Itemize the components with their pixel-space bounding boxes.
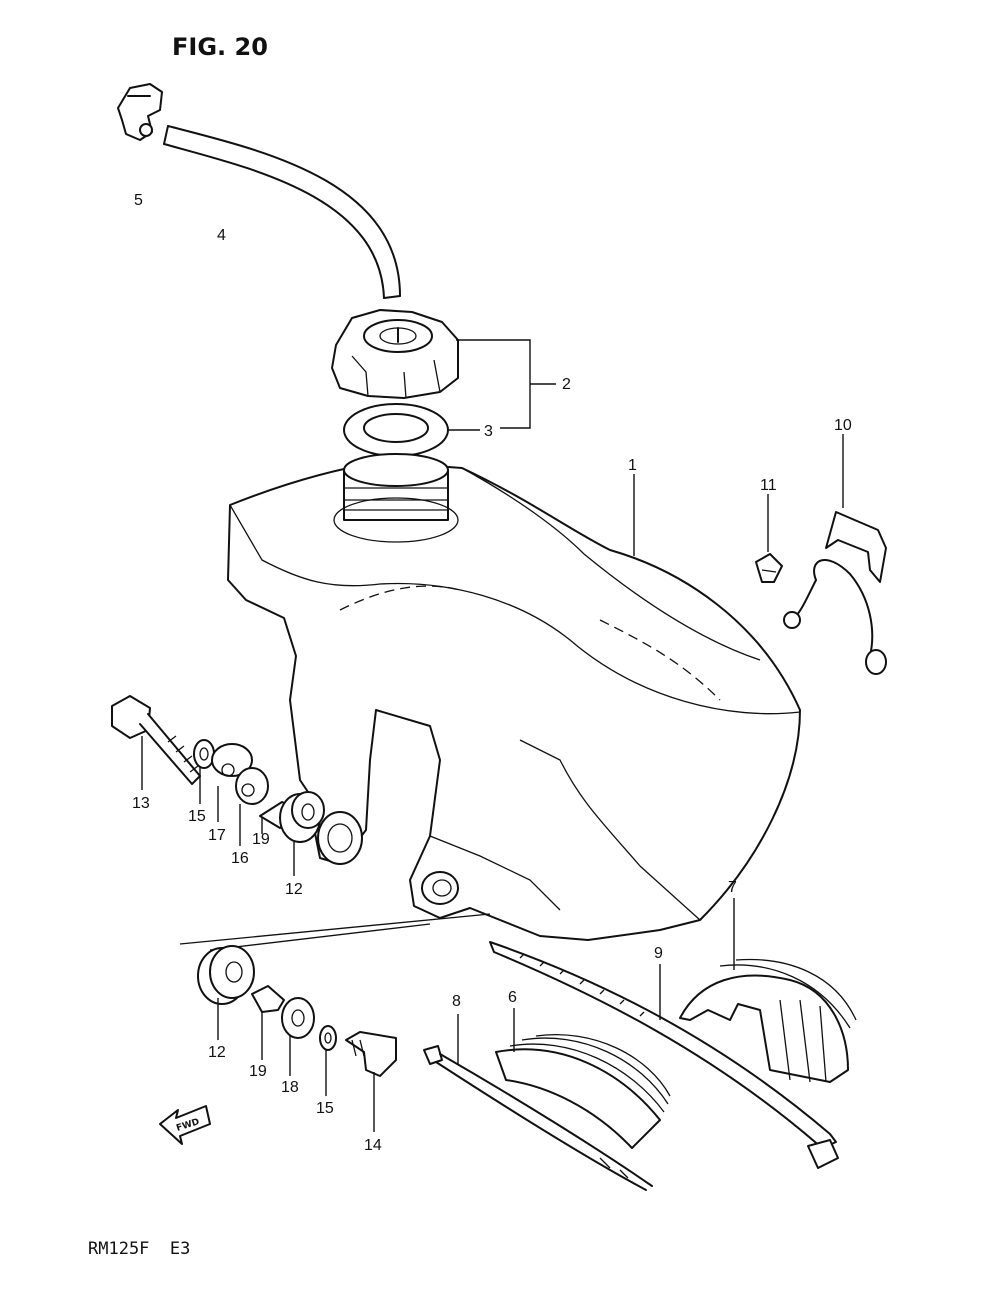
label-part-12-upper: 12 bbox=[285, 881, 303, 898]
washer-part-17 bbox=[211, 743, 253, 777]
cap-gasket-part-3 bbox=[343, 403, 449, 457]
forward-direction-badge: FWD bbox=[159, 1105, 211, 1145]
lock-washer-part-15-upper bbox=[193, 739, 215, 769]
retaining-hook-part-10 bbox=[783, 511, 887, 675]
model-code: RM125F E3 bbox=[88, 1239, 190, 1259]
fuel-tank-band-part-9 bbox=[489, 941, 839, 1169]
protector-pad-part-6 bbox=[495, 1034, 671, 1149]
fuel-tank-part-1 bbox=[227, 453, 801, 941]
label-part-2: 2 bbox=[562, 376, 571, 393]
label-part-13: 13 bbox=[132, 795, 150, 812]
label-part-15-lower: 15 bbox=[316, 1100, 334, 1117]
washer-part-16 bbox=[235, 767, 269, 805]
label-part-5: 5 bbox=[134, 192, 143, 209]
label-part-19-lower: 19 bbox=[249, 1063, 267, 1080]
label-part-1: 1 bbox=[628, 457, 637, 474]
breather-hose-part-4 bbox=[163, 125, 401, 299]
label-part-4: 4 bbox=[217, 227, 226, 244]
hose-clip-part-5 bbox=[117, 83, 163, 141]
label-part-11: 11 bbox=[760, 477, 777, 494]
grommet-part-12-upper bbox=[279, 791, 325, 843]
label-part-10: 10 bbox=[834, 417, 852, 434]
fuel-cap-part-2 bbox=[331, 309, 459, 399]
label-part-12-lower: 12 bbox=[208, 1044, 226, 1061]
label-part-6: 6 bbox=[508, 989, 517, 1006]
protector-pad-part-7 bbox=[679, 958, 857, 1083]
label-part-14: 14 bbox=[364, 1137, 382, 1154]
collar-part-19-lower bbox=[251, 985, 285, 1013]
label-part-17: 17 bbox=[208, 827, 226, 844]
screw-part-11 bbox=[755, 553, 783, 583]
explode-guide-lines bbox=[179, 913, 491, 951]
label-part-15-upper: 15 bbox=[188, 808, 206, 825]
label-part-19-upper: 19 bbox=[252, 831, 270, 848]
grommet-part-12-lower bbox=[197, 945, 255, 1005]
label-part-18: 18 bbox=[281, 1079, 299, 1096]
figure-title: FIG. 20 bbox=[172, 33, 268, 61]
label-part-9: 9 bbox=[654, 945, 663, 962]
label-part-16: 16 bbox=[231, 850, 249, 867]
lock-washer-part-15-lower bbox=[319, 1025, 337, 1051]
washer-part-18 bbox=[281, 997, 315, 1039]
label-part-8: 8 bbox=[452, 993, 461, 1010]
cable-tie-part-8 bbox=[423, 1045, 653, 1191]
label-part-3: 3 bbox=[484, 423, 493, 440]
label-part-7: 7 bbox=[728, 879, 737, 896]
bolt-part-14 bbox=[345, 1031, 397, 1077]
bolt-part-13 bbox=[111, 695, 201, 785]
